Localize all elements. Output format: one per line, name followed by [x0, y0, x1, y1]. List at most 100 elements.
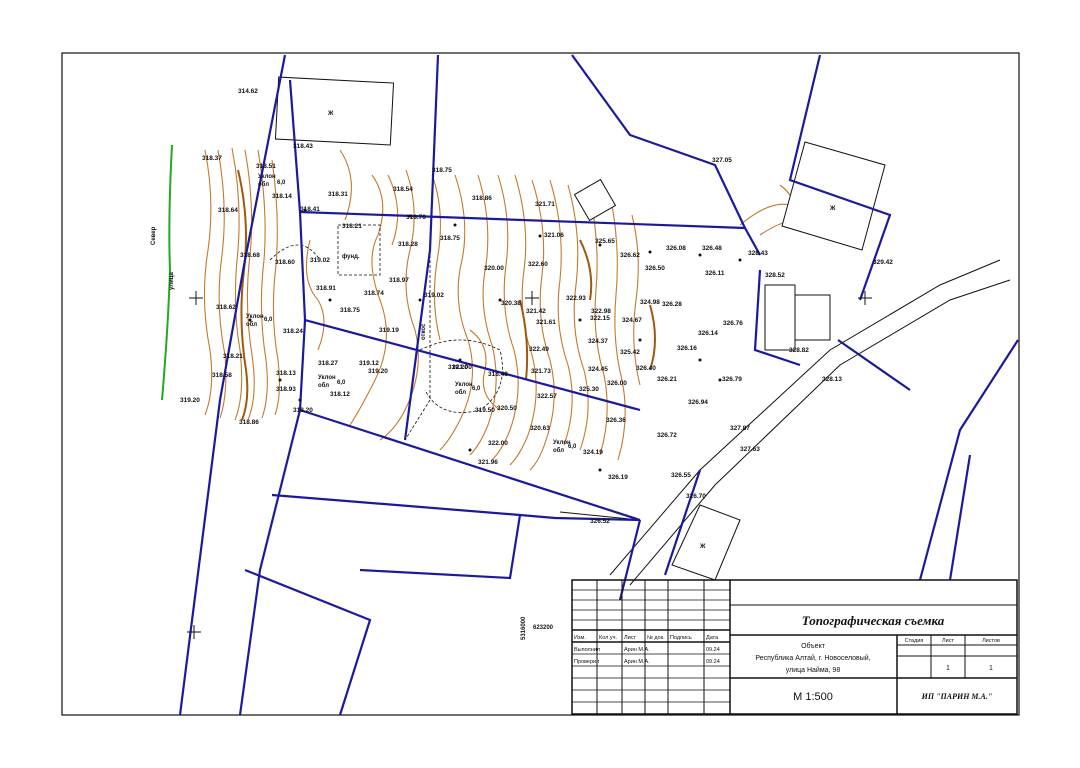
coord-label-y: 5316000	[521, 616, 527, 640]
elevation-label: 326.11	[705, 270, 725, 277]
elevation-label: 319.50	[475, 407, 495, 414]
dashed-area	[419, 339, 503, 413]
road-label: улица	[169, 271, 175, 290]
elevation-label: 321.96	[478, 459, 498, 466]
index-contour-lines	[237, 169, 656, 421]
survey-points	[248, 208, 742, 472]
elevation-label: 324.98	[640, 299, 660, 306]
elevation-label: 326.72	[657, 432, 677, 439]
elevation-label: 320.50	[497, 405, 517, 412]
company-label: ИП "ПАРИН М.А."	[921, 692, 993, 701]
elevation-label: 318.14	[272, 193, 292, 200]
row2-role: Проверил	[574, 659, 599, 665]
slope-label-1: Уклон	[258, 174, 276, 180]
parcel-boundaries	[178, 54, 1019, 716]
col-header-4: № док.	[647, 635, 665, 641]
house-mark-3: Ж	[699, 544, 706, 550]
elevation-label: 318.62	[216, 304, 236, 311]
title-block	[571, 579, 1018, 715]
elevation-label: 318.21	[223, 353, 243, 360]
elevation-label: 318.43	[293, 143, 313, 150]
object-line-1: Объект	[801, 642, 826, 650]
elevation-label: 318.86	[472, 195, 492, 202]
elevation-label: 326.55	[671, 472, 691, 479]
slope-label-5: Уклон	[553, 440, 571, 446]
elevation-label: 322.00	[488, 440, 508, 447]
elevation-label: 328.52	[765, 272, 785, 279]
elevation-label: 318.41	[300, 206, 320, 213]
elevation-label: 325.42	[620, 349, 640, 356]
slope-label-2: Уклон	[246, 314, 264, 320]
slope-value-3: 6,0	[337, 380, 346, 386]
elevation-label: 327.05	[712, 157, 732, 164]
elevation-label: 327.63	[740, 446, 760, 453]
house-mark-1: Ж	[327, 111, 334, 117]
elevation-label: 318.28	[398, 241, 418, 248]
object-line-3: улица Найма, 98	[786, 666, 841, 674]
north-label: Север	[151, 226, 157, 245]
elevation-label: 318.93	[276, 386, 296, 393]
slope-label-2b: обл	[246, 321, 257, 328]
elevation-label: 326.00	[607, 380, 627, 387]
sheet-header: Лист	[942, 638, 954, 644]
row1-role: Выполнил	[574, 647, 600, 653]
elevation-label: 328.43	[748, 250, 768, 257]
elevation-label: 318.12	[330, 391, 350, 398]
elevation-label: 320.00	[484, 265, 504, 272]
elevation-label: 325.65	[595, 238, 615, 245]
coord-label-x: 623200	[533, 625, 554, 631]
elevation-label: 326.70	[686, 493, 706, 500]
dashed-path	[404, 250, 431, 441]
elevation-label: 318.27	[318, 360, 338, 367]
col-header-1: Изм.	[574, 635, 586, 641]
elevation-label: 318.13	[276, 370, 296, 377]
grid-crosses	[187, 291, 872, 639]
contour-lines	[203, 147, 811, 471]
elevation-label: 318.91	[316, 285, 336, 292]
elevation-label: 324.37	[588, 338, 608, 345]
elevation-label: 319.20	[180, 397, 200, 404]
elevation-label: 318.75	[340, 307, 360, 314]
elevation-label: 326.52	[590, 518, 610, 525]
foundation-label: фунд.	[342, 253, 360, 260]
elevation-label: 326.62	[620, 252, 640, 259]
elevation-label: 318.75	[440, 235, 460, 242]
elevation-label: 322.57	[537, 393, 557, 400]
elevation-label: 324.19	[583, 449, 603, 456]
elevation-label: 318.64	[218, 207, 238, 214]
sheets-value: 1	[989, 665, 993, 672]
elevation-label: 318.97	[389, 277, 409, 284]
elevation-label: 318.54	[393, 186, 413, 193]
elevation-label: 314.62	[238, 88, 258, 95]
slope-label-3b: обл	[318, 382, 329, 389]
elevation-label: 321.73	[531, 368, 551, 375]
elevation-label: 319.02	[310, 257, 330, 264]
building-1	[274, 76, 395, 146]
elevation-label: 318.21	[342, 223, 362, 230]
elevation-label: 318.68	[240, 252, 260, 259]
elevation-label: 319.19	[379, 327, 399, 334]
elevation-label: 326.28	[662, 301, 682, 308]
col-header-3: Лист	[624, 635, 636, 641]
elevation-label: 318.31	[328, 191, 348, 198]
slope-label-4: Уклон	[455, 382, 473, 388]
stage-header: Стадия	[905, 638, 924, 644]
elevation-label: 326.79	[722, 376, 742, 383]
elevation-label: 318.20	[293, 407, 313, 414]
elevation-label: 318.76	[406, 214, 426, 221]
sheet-frame	[61, 52, 1020, 716]
col-header-6: Дата	[706, 635, 719, 641]
elevation-label: 326.48	[702, 245, 722, 252]
elevation-label: 321.00	[452, 364, 472, 371]
elevation-label: 318.24	[283, 328, 303, 335]
elevation-label: 324.67	[622, 317, 642, 324]
elevation-label: 319.20	[368, 368, 388, 375]
elevation-label: 318.75	[432, 167, 452, 174]
elevation-label: 328.13	[822, 376, 842, 383]
elevation-label: 322.98	[591, 308, 611, 315]
elevation-label: 326.16	[677, 345, 697, 352]
elevation-label: 324.45	[588, 366, 608, 373]
object-line-2: Республика Алтай, г. Новоселовый,	[755, 654, 870, 662]
slope-value-5: 6,0	[568, 444, 577, 450]
slope-label-3: Уклон	[318, 375, 336, 381]
